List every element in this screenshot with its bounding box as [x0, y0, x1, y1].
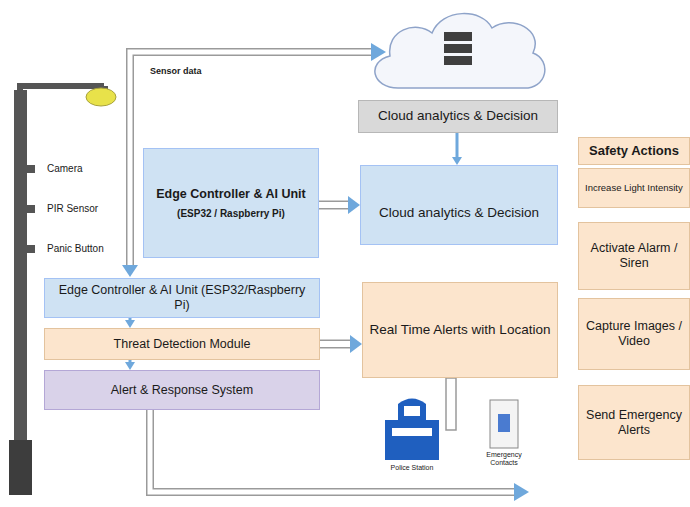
connector-line	[129, 360, 132, 362]
text-label: Sensor data	[150, 66, 240, 76]
arrow-head	[348, 196, 360, 214]
text-label: Camera	[47, 163, 127, 175]
output-line-inner	[150, 410, 515, 492]
server-icon	[444, 56, 472, 65]
text-label: PIR Sensor	[47, 203, 127, 215]
police-roof	[398, 399, 426, 421]
node-title: Real Time Alerts with Location	[370, 322, 551, 338]
alert-box: Real Time Alerts with Location	[362, 282, 558, 378]
text-label: Police Station	[372, 464, 452, 472]
phone-icon	[490, 400, 518, 448]
arrow-head	[125, 362, 135, 370]
connector-arrow	[320, 335, 362, 353]
node-title: Cloud analytics & Decision	[378, 108, 538, 124]
section-header: Safety Actions	[578, 137, 690, 165]
node-title: Cloud analytics & Decision	[379, 205, 539, 221]
phone-screen	[498, 414, 510, 432]
pole-base	[9, 440, 32, 495]
cloud	[375, 14, 545, 89]
output-line	[150, 410, 515, 492]
alert-stem	[446, 378, 456, 430]
police-window	[404, 406, 420, 416]
arrow-head	[350, 335, 362, 353]
sensor-line-inner	[130, 52, 372, 266]
pir-mount	[27, 205, 35, 213]
connector-line	[320, 340, 350, 349]
node-title: Alert & Response System	[111, 383, 253, 398]
edge-controller-box: Edge Controller & AI Unit (ESP32/Raspber…	[44, 278, 320, 318]
node-title: Safety Actions	[589, 143, 679, 159]
node-title: Threat Detection Module	[114, 337, 251, 352]
node-title: Edge Controller & AI Unit	[156, 187, 306, 202]
arrow-head	[514, 483, 529, 501]
text-label: Emergency Contacts	[474, 451, 534, 467]
connector-arrow	[452, 133, 462, 165]
process-box: Alert & Response System	[44, 370, 320, 410]
lamp-light	[86, 88, 116, 106]
panic-mount	[27, 245, 35, 253]
node-title: Activate Alarm / Siren	[585, 241, 683, 271]
arrow-head	[125, 320, 135, 328]
server-icon	[444, 44, 472, 53]
police-sign	[392, 428, 432, 436]
camera-mount	[27, 165, 35, 173]
server-icon	[444, 32, 472, 41]
node-title: Capture Images / Video	[585, 319, 683, 349]
edge-controller-box: Edge Controller & AI Unit (ESP32 / Raspbe…	[143, 148, 319, 258]
sensor-line	[130, 52, 372, 266]
connector-line	[320, 341, 350, 347]
node-title: Edge Controller & AI Unit (ESP32/Raspber…	[51, 283, 313, 313]
action-box: Send Emergency Alerts	[578, 385, 690, 460]
connector-line	[319, 202, 348, 208]
action-box: Increase Light Intensity	[578, 168, 690, 208]
connector-line	[319, 201, 348, 210]
arrow-head	[122, 265, 138, 277]
text-label: Panic Button	[47, 243, 127, 255]
arrow-head	[452, 157, 462, 165]
connector-line	[129, 318, 132, 320]
lamp-pole	[14, 90, 27, 450]
cloud-decision-box: Cloud analytics & Decision	[358, 100, 558, 133]
connector-arrow	[319, 196, 360, 214]
node-subtitle: (ESP32 / Raspberry Pi)	[177, 208, 285, 220]
police-building	[385, 420, 439, 460]
node-title: Increase Light Intensity	[585, 182, 683, 193]
connector-arrow	[125, 360, 135, 370]
action-box: Capture Images / Video	[578, 298, 690, 370]
connector-arrow	[125, 318, 135, 328]
cloud-analytics-box: Cloud analytics & Decision	[360, 165, 558, 245]
connector-line	[456, 133, 459, 157]
node-title: Send Emergency Alerts	[585, 408, 683, 438]
action-box: Activate Alarm / Siren	[578, 222, 690, 290]
process-box: Threat Detection Module	[44, 328, 320, 360]
